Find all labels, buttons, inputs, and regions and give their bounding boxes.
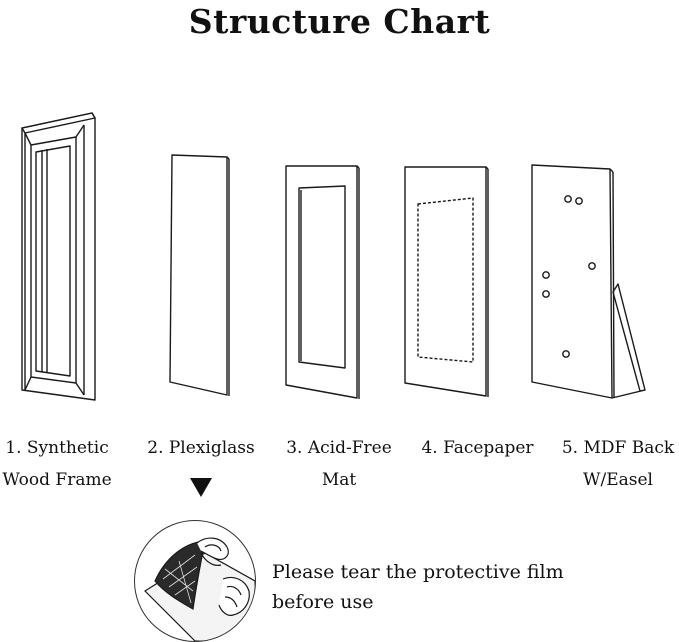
page-title: Structure Chart: [188, 2, 491, 41]
label-facepaper: 4. Facepaper: [421, 438, 534, 458]
mdf-back-easel-icon: [531, 164, 646, 399]
peeling-film-hand-icon: [134, 520, 256, 642]
wood-frame-icon: [21, 112, 96, 401]
label-plexiglass: 2. Plexiglass: [147, 438, 255, 458]
mat-board-icon: [285, 165, 360, 399]
label-mdf-back: 5. MDF Back W/Easel: [561, 438, 675, 490]
facepaper-icon: [404, 166, 489, 397]
protective-film-note: Please tear the protective film before u…: [272, 561, 564, 613]
label-wood-frame: 1. Synthetic Wood Frame: [2, 438, 112, 490]
plexiglass-sheet-icon: [169, 154, 230, 396]
down-arrow-icon: [190, 478, 212, 497]
label-acid-free-mat: 3. Acid-Free Mat: [286, 438, 392, 490]
structure-illustration: [21, 112, 646, 401]
